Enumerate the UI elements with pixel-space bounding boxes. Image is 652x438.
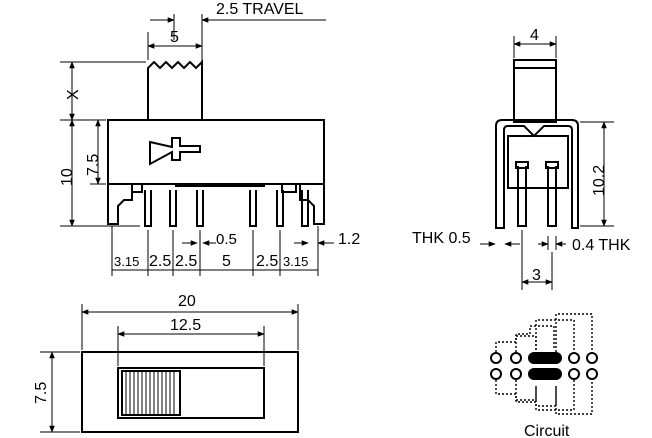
- side-body: [507, 135, 569, 189]
- body-height-label: 10: [59, 168, 76, 186]
- top-width-label: 7.5: [33, 382, 50, 404]
- pitch-label-5: 2.5: [256, 253, 278, 270]
- lever-height-label: 7.5: [85, 154, 102, 176]
- switch-body: [107, 119, 325, 185]
- circuit-label: Circuit: [524, 423, 570, 438]
- knob-ridges: [125, 371, 175, 415]
- side-view: 4 10.2 THK 0.5 0.4 THK 3: [412, 27, 631, 290]
- pitch-label-4: 5: [222, 253, 231, 270]
- side-frame: [495, 119, 579, 229]
- slider-contact-top: [528, 352, 562, 364]
- overall-length-label: 20: [178, 293, 196, 310]
- actuator-height-label: X: [65, 89, 82, 100]
- contact-terminals: [490, 352, 598, 380]
- side-actuator: [513, 59, 557, 123]
- pin-block: [175, 184, 265, 187]
- terminal-pins: [144, 190, 309, 227]
- leg-right: [299, 184, 325, 225]
- pitch-label-2: 2.5: [149, 253, 171, 270]
- travel-label: 2.5 TRAVEL: [216, 1, 304, 18]
- side-height-label: 10.2: [591, 165, 608, 196]
- lead-width-label: 1.2: [338, 231, 360, 248]
- top-slot: [117, 367, 265, 419]
- slot-length-label: 12.5: [170, 317, 201, 334]
- actuator-outline: [147, 59, 203, 120]
- pitch-label-6: 3.15: [283, 254, 308, 269]
- side-actuator-width-label: 4: [530, 27, 539, 44]
- pitch-label-1: 3.15: [114, 254, 139, 269]
- front-view: 2.5 TRAVEL 5 X 10 7.5 3.15 2.5 2.5 5 2.5…: [59, 1, 360, 276]
- pitch-label-3: 2.5: [175, 253, 197, 270]
- actuator-width-label: 5: [170, 29, 179, 46]
- leg-left: [107, 184, 133, 225]
- slider-contact-bottom: [528, 368, 562, 380]
- top-knob: [121, 370, 181, 416]
- bracket-left: [131, 183, 143, 193]
- thk-right-label: 0.4 THK: [572, 237, 631, 254]
- top-view: 20 12.5 7.5: [33, 293, 299, 433]
- bracket-right: [281, 183, 297, 193]
- thk-left-label: THK 0.5: [412, 230, 471, 247]
- circuit-diagram: Circuit: [490, 313, 598, 438]
- row-spacing-label: 3: [532, 267, 541, 284]
- lever-symbol: [149, 137, 201, 166]
- lead-offset-label: 0.5: [216, 231, 237, 248]
- top-body: [81, 351, 299, 433]
